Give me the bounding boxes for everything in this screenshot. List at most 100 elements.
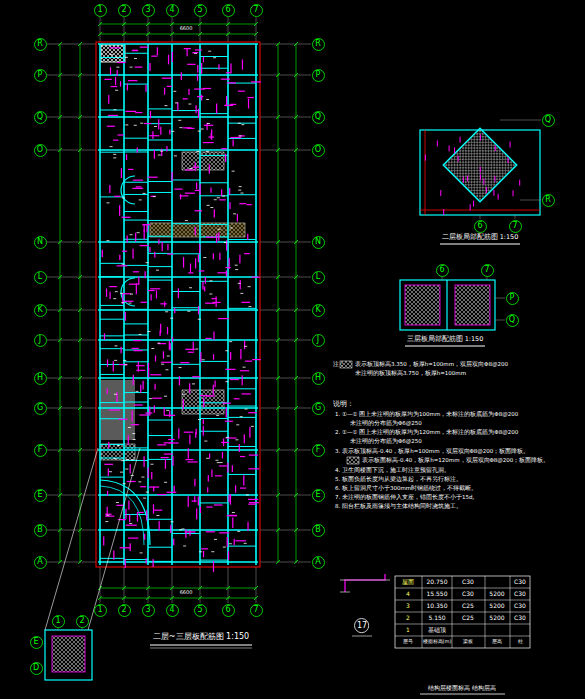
rebar-size-mark [130,234,133,235]
axis-bubble: 7 [509,220,522,233]
secondary-beam [148,561,172,562]
axis-line [495,320,505,321]
axis-label: P [316,71,321,79]
bubble-circle [312,111,324,123]
secondary-beam [228,194,256,195]
rebar-mark [196,183,197,190]
secondary-beam [148,220,172,221]
dimension-tick [198,586,202,590]
rebar-mark [230,104,236,105]
rebar-mark [109,409,120,410]
rebar-size-mark [110,54,113,55]
rebar-mark [185,531,196,532]
secondary-beam [100,444,124,445]
bubble-circle [34,236,46,248]
rebar-mark [194,88,205,89]
rebar-mark [125,111,136,112]
secondary-beam [100,335,124,336]
axis-bubble: Q [506,314,519,327]
rebar-size-mark [171,131,174,132]
dimension-tick [78,560,82,564]
bubble-circle [34,69,46,81]
hatched-slab [182,390,224,414]
secondary-beam [148,266,172,267]
shaded-slab [101,380,135,440]
secondary-beam [124,220,148,221]
rebar-mark [113,550,114,559]
rebar-mark [494,176,495,182]
rebar-mark [193,167,200,168]
rebar-mark [143,381,144,390]
rebar-mark [157,494,166,495]
rebar-mark [184,432,194,433]
axis-line [47,495,96,496]
secondary-beam [228,446,256,447]
rebar-mark [185,529,186,537]
table-cell: C30 [462,579,474,586]
dimension-tick [198,22,202,26]
secondary-beam [100,305,124,306]
bubble-circle [222,604,234,616]
rebar-mark [219,253,220,260]
rebar-size-mark [164,482,167,483]
rebar-mark [198,497,199,506]
rebar-mark [198,306,199,314]
secondary-beam [124,194,148,195]
note-text: 注： [333,361,345,368]
rebar-size-mark [229,543,232,544]
beam [98,561,258,563]
rebar-mark [127,83,128,90]
rebar-size-mark [128,427,131,428]
rebar-mark [154,150,155,159]
rebar-mark [188,448,189,458]
bubble-circle [250,604,262,616]
rebar-size-mark [157,343,160,344]
rebar-mark [150,288,160,289]
rebar-mark [206,531,215,532]
axis-bubble: 6 [222,4,235,17]
secondary-beam [148,181,172,182]
axis-label: 6 [439,266,444,274]
rebar-size-mark [235,269,238,270]
secondary-beam [172,364,200,365]
rebar-mark [109,286,117,287]
axis-line [500,120,541,121]
rebar-mark [154,384,155,390]
beam [98,74,258,76]
rebar-size-mark [217,462,220,463]
dimension-tick [294,528,298,532]
rebar-mark [206,506,212,507]
secondary-beam [124,402,148,403]
secondary-beam [148,192,172,193]
axis-bubble: 7 [250,604,263,617]
axis-line [260,75,311,76]
rebar-mark [173,539,174,545]
axis-line [47,75,96,76]
rebar-size-mark [216,415,219,416]
dimension-tick [276,528,280,532]
rebar-mark [108,115,118,116]
dimension-line [60,44,61,562]
secondary-beam [228,417,256,418]
rebar-mark [163,351,164,358]
rebar-size-mark [214,199,217,200]
rebar-size-mark [248,286,251,287]
table-cell: C30 [462,591,474,598]
beam [98,276,258,278]
table-cell: 屋面 [402,579,414,586]
axis-line [260,117,311,118]
table-cell: 5200 [489,591,504,598]
rebar-mark [149,63,150,71]
table-rule [452,576,453,648]
dimension-tick [226,586,230,590]
rebar-mark [227,82,236,83]
rebar-mark [508,157,509,163]
rebar-mark [230,379,239,380]
rebar-size-mark [201,129,204,130]
note-text: 7. 未注明的板面钢筋伸入支座，锚固长度不小于15d。 [335,494,479,500]
rebar-size-mark [185,220,188,221]
rebar-size-mark [243,367,246,368]
rebar-size-mark [120,293,123,294]
rebar-size-mark [164,105,167,106]
rebar-mark [108,442,109,449]
